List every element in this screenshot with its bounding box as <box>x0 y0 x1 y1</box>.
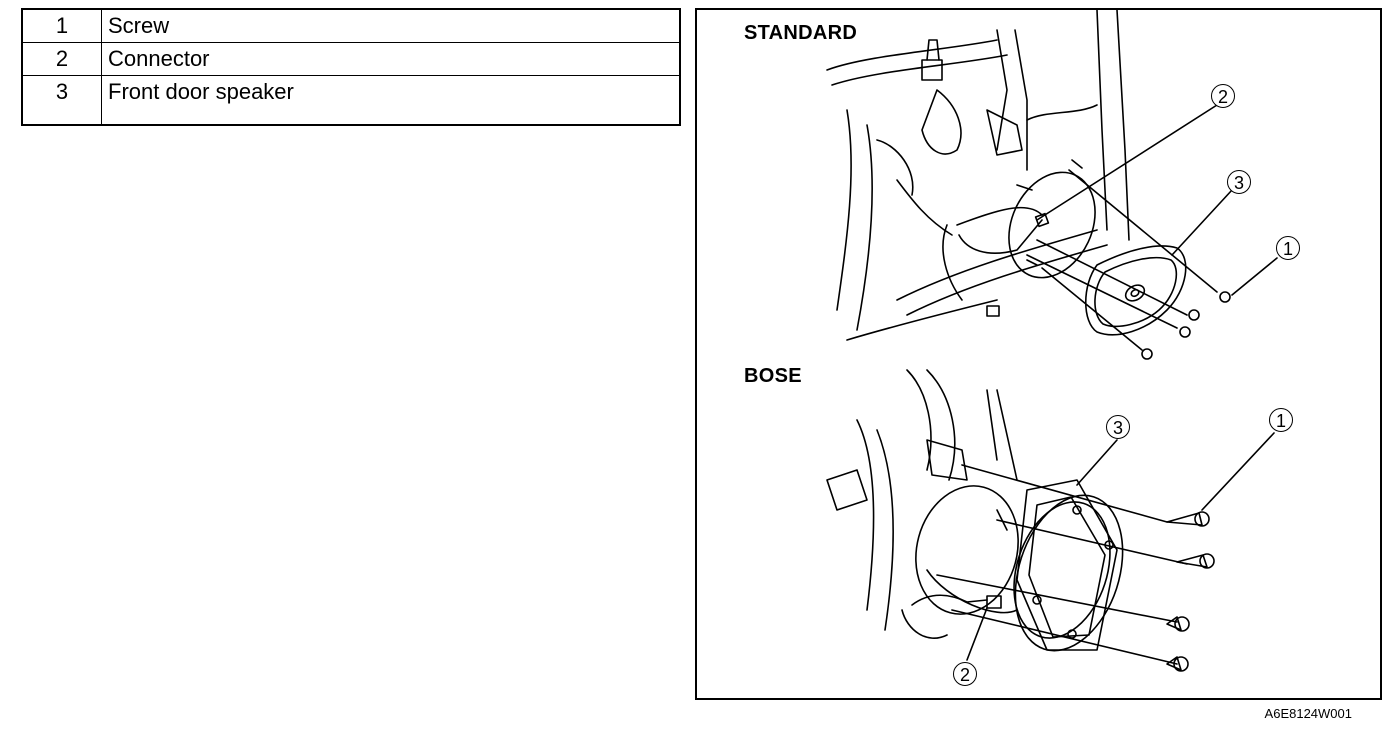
speaker-diagram-drawing <box>826 10 1278 672</box>
callout-speaker-bose: 3 <box>1106 415 1130 439</box>
bose-door-illustration <box>826 369 1275 672</box>
speaker-diagram-panel: STANDARD BOSE 2 3 1 3 1 2 <box>695 8 1382 700</box>
callout-connector-standard: 2 <box>1211 84 1235 108</box>
legend-label: Connector <box>101 42 681 76</box>
legend-label: Screw <box>101 8 681 43</box>
figure-code: A6E8124W001 <box>1264 706 1352 721</box>
legend-number: 3 <box>21 75 102 126</box>
legend-row: 3 Front door speaker <box>21 75 681 126</box>
callout-screw-bose: 1 <box>1269 408 1293 432</box>
callout-speaker-standard: 3 <box>1227 170 1251 194</box>
callout-connector-bose: 2 <box>953 662 977 686</box>
legend-label: Front door speaker <box>101 75 681 126</box>
legend-number: 1 <box>21 8 102 43</box>
legend-row: 1 Screw <box>21 8 681 43</box>
parts-legend-table: 1 Screw 2 Connector 3 Front door speaker <box>21 8 681 126</box>
legend-row: 2 Connector <box>21 42 681 76</box>
callout-screw-standard: 1 <box>1276 236 1300 260</box>
legend-number: 2 <box>21 42 102 76</box>
standard-section-label: STANDARD <box>744 22 858 44</box>
standard-door-illustration <box>826 10 1278 360</box>
bose-section-label: BOSE <box>744 365 802 387</box>
